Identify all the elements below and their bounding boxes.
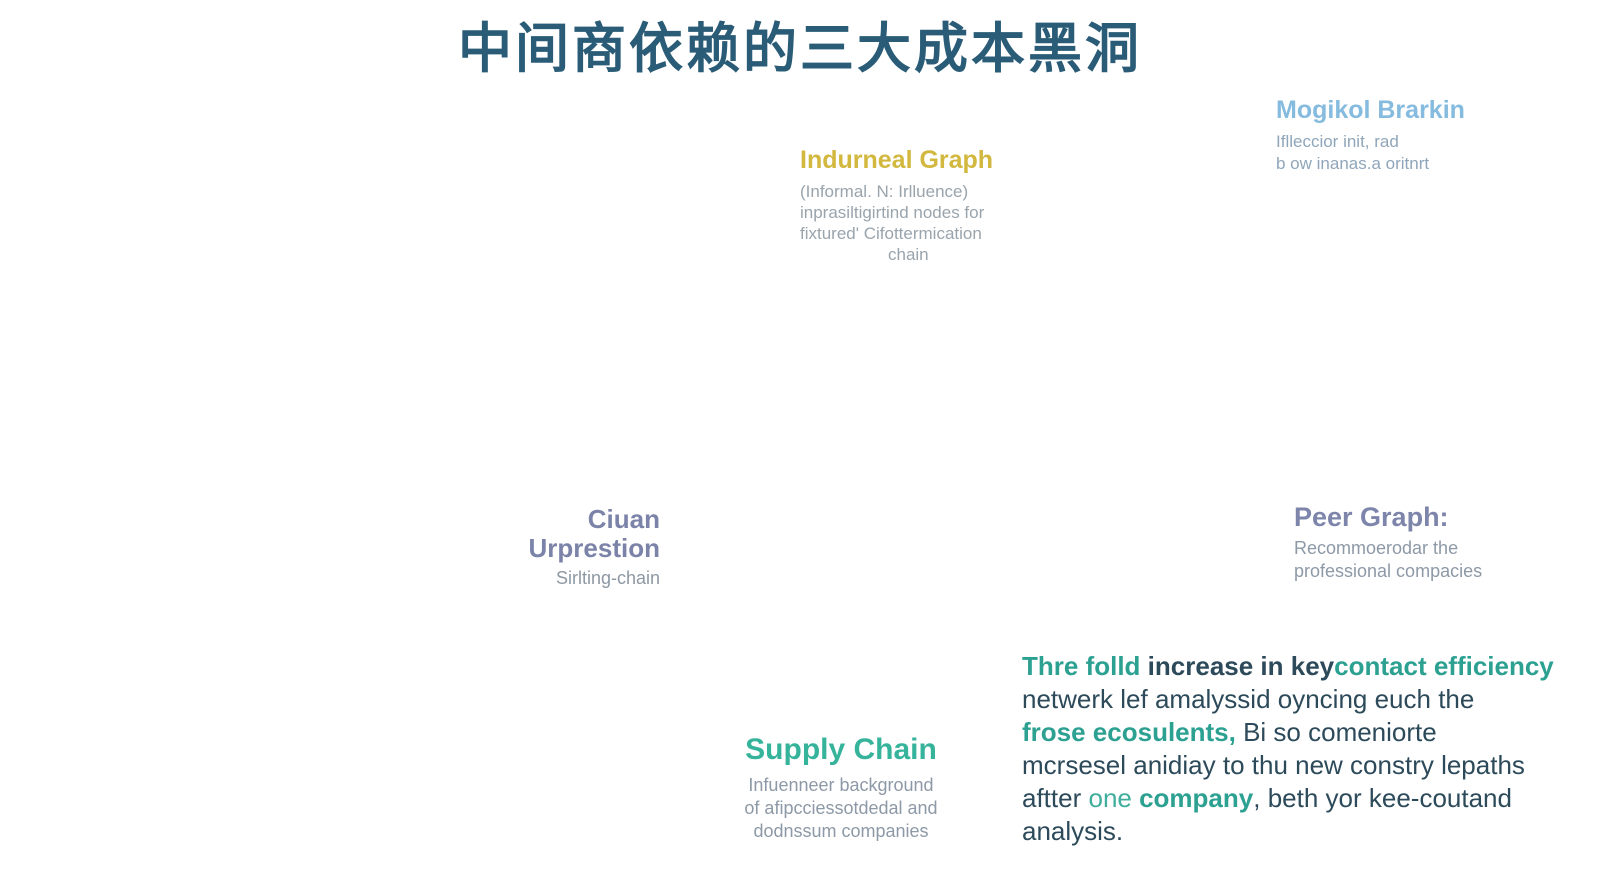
supply-title: Supply Chain [745,733,937,766]
ciuan-subtitle: Sirlting-chain [555,568,660,588]
text-segment: mcrsesel anidiay to thu new constry lepa… [1022,750,1525,780]
text-segment: Thre folld [1022,651,1148,681]
peer-line: Recommoerodar the [1294,538,1459,558]
paragraph-line: netwerk lef amalyssid oyncing euch the [1022,683,1552,716]
text-segment: frose ecosulents, [1022,717,1236,747]
label-indurneal-graph: Indurneal Graph (Informal. N: Irlluence)… [800,146,1050,265]
peer-line: professional compacies [1294,561,1483,581]
indurneal-line: inprasiltigirtind nodes for [800,203,985,222]
paragraph-line: frose ecosulents, Bi so comeniorte [1022,716,1552,749]
label-peer-graph: Peer Graph: Recommoerodar the profession… [1294,502,1560,583]
indurneal-line: fixtured' Cifottermication [800,224,982,243]
text-segment: increase in key [1147,651,1335,681]
ciuan-title-line1: Ciuan [587,504,660,534]
text-segment: netwerk lef amalyssid oyncing euch the [1022,684,1475,714]
paragraph-line: aftter one company, beth yor kee-coutand [1022,782,1552,815]
ciuan-title-line2: Urprestion [528,533,660,563]
indurneal-title: Indurneal Graph [800,146,994,174]
peer-title: Peer Graph: [1294,502,1449,532]
paragraph-line: mcrsesel anidiay to thu new constry lepa… [1022,749,1552,782]
supply-line: of afipcciessotdedal and [744,798,938,818]
mogikol-title: Mogikol Brarkin [1276,96,1465,124]
paragraph-line: Thre folld increase in keycontact effici… [1022,650,1554,683]
indurneal-line: (Informal. N: Irlluence) [800,182,969,201]
supply-line: dodnssum companies [753,821,929,841]
mogikol-line: b ow inanas.a oritnrt [1276,154,1430,173]
mogikol-line: Iflleccior init, rad [1276,132,1399,151]
text-segment: one [1088,783,1140,813]
text-segment: company [1139,783,1254,813]
label-mogikol-brarkin: Mogikol Brarkin Iflleccior init, rad b o… [1276,96,1516,175]
label-supply-chain: Supply Chain Infuenneer background of af… [716,733,966,843]
indurneal-line: chain [888,245,929,264]
text-segment: aftter [1022,783,1089,813]
text-segment: analysis. [1022,816,1124,846]
page-title: 中间商依赖的三大成本黑洞 [458,19,1142,79]
summary-paragraph: Thre folld increase in keycontact effici… [1022,650,1554,848]
paragraph-line: analysis. [1022,815,1552,848]
text-segment: , beth yor kee-coutand [1253,783,1512,813]
text-segment: Bi so comeniorte [1235,717,1437,747]
supply-line: Infuenneer background [748,775,934,795]
text-segment: contact efficiency [1334,651,1554,681]
label-ciuan-urprestion: Ciuan Urprestion Sirlting-chain [468,505,660,589]
